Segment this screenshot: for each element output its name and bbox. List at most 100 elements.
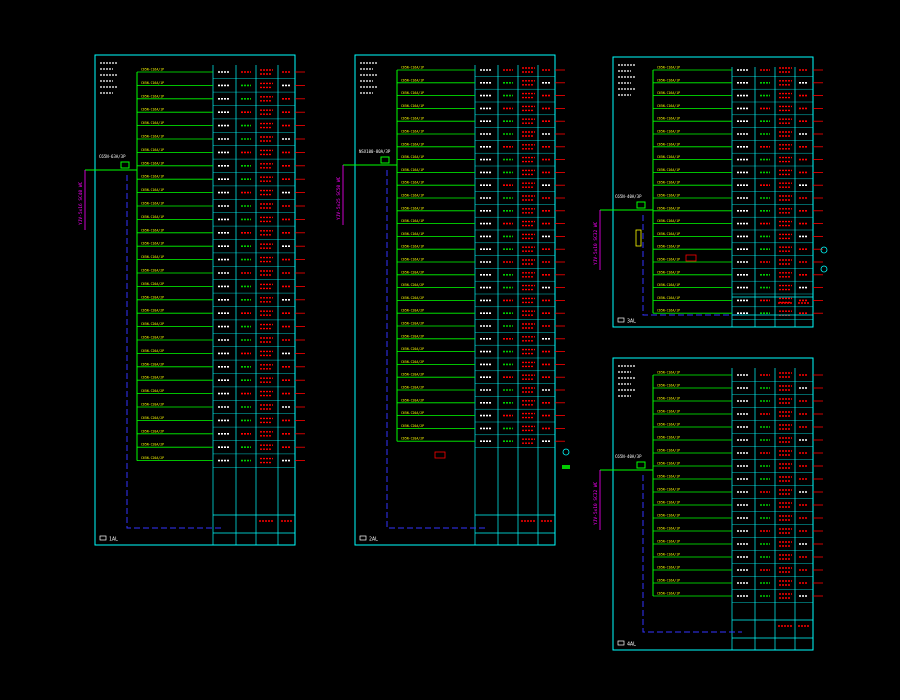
circuit-row: C65N-C16A/1P — [653, 168, 823, 180]
main-breaker-symbol — [636, 201, 646, 209]
breaker-rating-label: C65N-C16A/1P — [401, 142, 424, 146]
circuit-row: C65N-C16A/1P — [653, 245, 823, 256]
circuit-row: C65N-C16A/1P — [397, 130, 565, 141]
circuit-row: C65N-C16A/1P — [137, 242, 305, 254]
circuit-row: C65N-C20A/2P — [397, 424, 565, 435]
breaker-rating-label: C65N-C16A/1P — [657, 206, 680, 210]
circuit-row: C65N-C20A/2P — [137, 309, 305, 321]
breaker-rating-label: C65N-C16A/1P — [141, 94, 164, 98]
circuit-row: C65N-C16A/1P — [137, 175, 305, 187]
main-breaker-label: C65N-40A/3P — [615, 194, 642, 199]
breaker-rating-label: C65N-C16A/1P — [141, 242, 164, 246]
circuit-row: C65N-C20A/2P — [397, 386, 565, 397]
main-breaker-label: C65N-63A/3P — [99, 154, 126, 159]
circuit-row: C65N-C16A/1P — [653, 258, 823, 269]
circuit-row: C65N-C16A/1P — [653, 104, 823, 116]
circuit-row: C65N-C16A/1P — [137, 121, 305, 133]
breaker-rating-label: C65N-C16A/1P — [657, 501, 680, 505]
circuit-row: C65N-C16A/1P — [653, 436, 823, 447]
circuit-row: C65N-C16A/1P — [653, 181, 823, 192]
circuit-row: C65N-C20A/2P — [137, 336, 305, 347]
circuit-row: C65N-C16A/1P — [653, 488, 823, 499]
panel-title: 4AL — [627, 642, 636, 648]
panel-title: 3AL — [627, 319, 636, 325]
circuit-row: C65N-C16A/1P — [653, 66, 823, 77]
feeder-cable-label: YJV-5x10 SC32 WC — [593, 221, 599, 265]
circuit-row: C65N-C16A/1P — [653, 219, 823, 231]
circuit-row: C65N-C16A/1P — [653, 566, 823, 577]
breaker-rating-label: C65N-C20A/2P — [401, 334, 424, 338]
circuit-row: C65N-C16A/1P — [653, 501, 823, 512]
breaker-rating-label: C65N-C16A/1P — [401, 181, 424, 185]
pe-conductor-line — [126, 175, 223, 529]
circuit-row: C65N-C16A/1P — [653, 78, 823, 90]
circuit-row: C65N-C20A/2P — [397, 309, 565, 320]
circuit-row: C65N-C20A/2P — [137, 376, 305, 388]
circuit-row: C65N-C20A/2P — [137, 349, 305, 361]
breaker-rating-label: C65N-C16A/1P — [141, 68, 164, 72]
breaker-rating-label: C65N-C16A/1P — [657, 475, 680, 479]
breaker-rating-label: C65N-C20A/2P — [141, 429, 164, 433]
breaker-rating-label: C65N-C16A/1P — [401, 104, 424, 108]
circuit-row: C65N-C16A/1P — [397, 155, 565, 167]
panel-frame — [612, 357, 814, 651]
panel-header-legend — [618, 64, 635, 96]
breaker-rating-label: C65N-C16A/1P — [401, 194, 424, 198]
breaker-rating-label: C65N-C16A/1P — [657, 488, 680, 492]
breaker-rating-label: C65N-C20A/2P — [141, 403, 164, 407]
breaker-rating-label: C65N-C20A/2P — [141, 376, 164, 380]
breaker-rating-label: C65N-C16A/1P — [401, 206, 424, 210]
breaker-rating-label: C65N-C16A/1P — [657, 592, 680, 596]
circuit-row: C65N-C16A/1P — [653, 553, 823, 564]
circuit-row: C65N-C20A/2P — [397, 411, 565, 423]
breaker-rating-label: C65N-C16A/1P — [401, 219, 424, 223]
circuit-row: C65N-C16A/1P — [653, 527, 823, 538]
circuit-row: C65N-C20A/2P — [397, 334, 565, 346]
breaker-rating-label: C65N-C20A/2P — [401, 347, 424, 351]
breaker-rating-label: C65N-C16A/1P — [657, 462, 680, 466]
circuit-row: C65N-C16A/1P — [397, 258, 565, 269]
breaker-rating-label: C65N-C16A/1P — [141, 108, 164, 112]
circuit-row: C65N-C20A/2P — [137, 295, 305, 307]
circuit-row: C65N-C16A/1P — [653, 397, 823, 408]
breaker-rating-label: C65N-C16A/1P — [657, 397, 680, 401]
breaker-rating-label: C65N-C16A/1P — [657, 283, 680, 287]
circuit-row: C65N-C20A/2P — [397, 373, 565, 384]
breaker-rating-label: C65N-C20A/2P — [141, 456, 164, 460]
breaker-rating-label: C65N-C16A/1P — [141, 148, 164, 152]
main-breaker-symbol — [120, 161, 130, 169]
circuit-row: C65N-C16A/1P — [653, 384, 823, 395]
circuit-row: C65N-C16A/1P — [137, 188, 305, 200]
breaker-rating-label: C65N-C16A/1P — [657, 130, 680, 134]
breaker-rating-label: C65N-C16A/1P — [401, 117, 424, 121]
breaker-rating-label: C65N-C20A/2P — [401, 309, 424, 313]
breaker-rating-label: C65N-C16A/1P — [657, 258, 680, 262]
circuit-row: C65N-C16A/1P — [137, 255, 305, 267]
breaker-rating-label: C65N-C16A/1P — [141, 215, 164, 219]
circuit-row: C65N-C16A/1P — [397, 194, 565, 205]
title-block-box — [359, 535, 367, 541]
breaker-rating-label: C65N-C16A/1P — [141, 228, 164, 232]
circuit-row: C65N-C20A/2P — [397, 360, 565, 371]
circuit-row: C65N-C16A/1P — [653, 592, 823, 603]
pe-conductor-line — [642, 215, 742, 316]
circuit-row: C65N-C20A/2P — [137, 269, 305, 280]
circuit-row: C65N-C16A/1P — [653, 206, 823, 218]
circuit-row: C65N-C20A/2P — [137, 416, 305, 428]
breaker-rating-label: C65N-C16A/1P — [657, 142, 680, 146]
circuit-row: C65N-C16A/1P — [653, 475, 823, 486]
breaker-rating-label: C65N-C16A/1P — [657, 117, 680, 121]
breaker-rating-label: C65N-C16A/1P — [141, 255, 164, 259]
breaker-rating-label: C65N-C16A/1P — [401, 155, 424, 159]
breaker-rating-label: C65N-C20A/2P — [401, 283, 424, 287]
circuit-row: C65N-C16A/1P — [653, 423, 823, 434]
circuit-row: C65N-C16A/1P — [397, 232, 565, 244]
breaker-rating-label: C65N-C20A/2P — [141, 282, 164, 286]
panel-header-legend — [100, 62, 117, 94]
circuit-row: C65N-C16A/1P — [397, 219, 565, 231]
title-block-box — [617, 317, 625, 323]
circuit-row: C65N-C16A/1P — [397, 168, 565, 180]
circuit-row: C65N-C16A/1P — [397, 78, 565, 90]
